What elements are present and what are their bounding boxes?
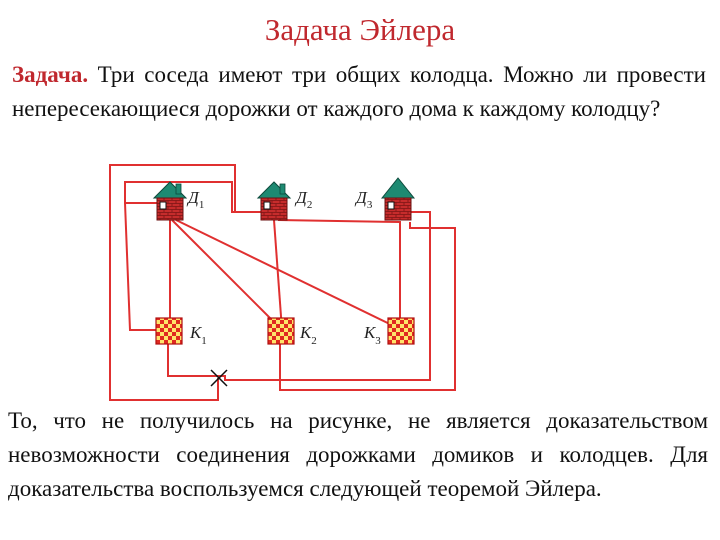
well-2-label: К2 — [299, 323, 317, 347]
well-1-icon — [155, 317, 183, 345]
path-left-vertical — [124, 202, 160, 331]
task-text: Три соседа имеют три общих колодца. Можн… — [12, 62, 706, 121]
path-d2-k2 — [273, 219, 283, 331]
crossing-mark-icon — [210, 369, 228, 387]
well-3-label: К3 — [363, 323, 381, 347]
page-title: Задача Эйлера — [264, 12, 456, 47]
well-3-icon — [387, 317, 415, 345]
path-d2-k1 — [109, 164, 262, 401]
path-d1-k1-loop — [124, 181, 262, 213]
task-label: Задача. — [12, 62, 89, 87]
house-2-icon — [256, 181, 292, 221]
well-2-icon — [267, 317, 295, 345]
house-3-icon — [380, 177, 416, 221]
house-2-label: Д2 — [294, 188, 312, 211]
path-d1-k2 — [171, 219, 283, 331]
path-d3-k1 — [167, 211, 431, 381]
task-statement: Задача. Три соседа имеют три общих колод… — [12, 58, 706, 126]
house-1-icon — [152, 181, 188, 221]
well-1-label: К1 — [189, 323, 207, 347]
path-d1-k3 — [175, 219, 403, 331]
path-d3-k2 — [279, 222, 456, 391]
house-3-label: Д3 — [354, 188, 373, 211]
house-1-label: Д1 — [186, 188, 204, 211]
path-d2-k3 — [277, 219, 401, 330]
paths — [109, 164, 456, 401]
conclusion-text: То, что не получилось на рисунке, не явл… — [8, 408, 708, 501]
